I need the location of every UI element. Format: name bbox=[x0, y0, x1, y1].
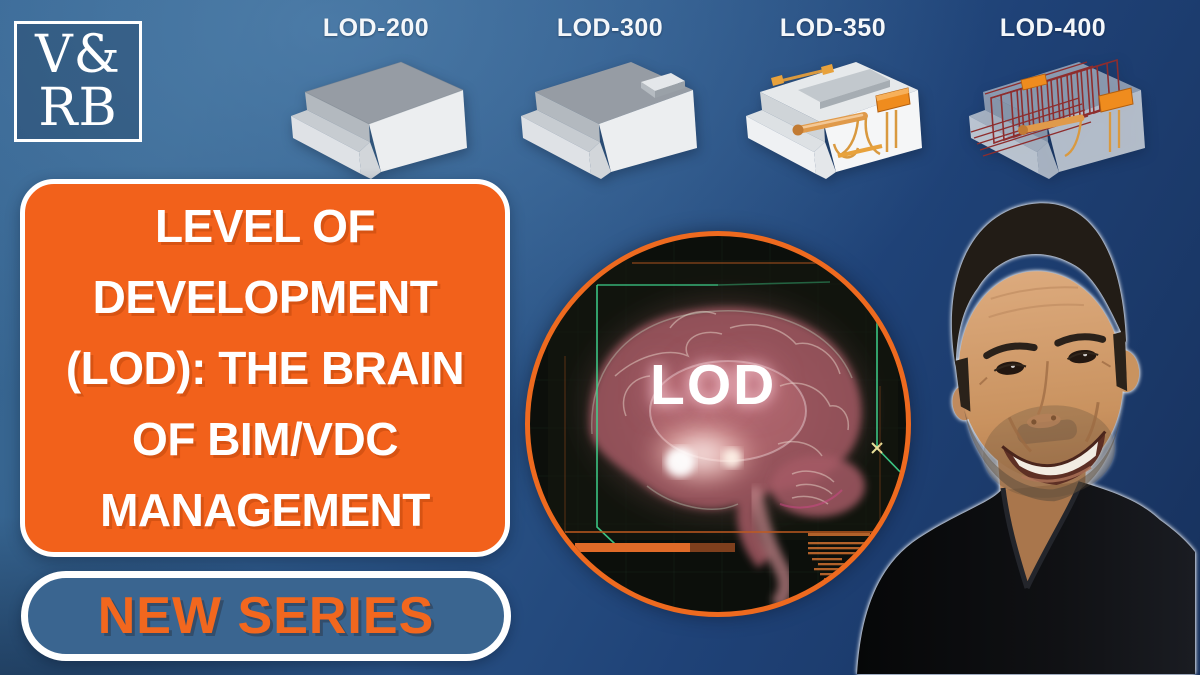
lod-200-beam-illustration bbox=[291, 61, 467, 179]
presenter-hair bbox=[951, 203, 1127, 367]
presenter-photo bbox=[857, 203, 1195, 674]
presenter-face bbox=[951, 203, 1140, 502]
new-series-badge: NEW SERIES bbox=[21, 571, 511, 661]
lod-200-label: LOD-200 bbox=[322, 14, 430, 42]
hud-orange-frame bbox=[564, 262, 881, 533]
brain-circle: LOD bbox=[525, 231, 911, 617]
logo-text-line1: V& bbox=[35, 24, 121, 85]
lod-400-beam-illustration bbox=[969, 58, 1145, 179]
title-card: LEVEL OF DEVELOPMENT (LOD): THE BRAIN OF… bbox=[20, 179, 510, 557]
lod-300-beam-illustration bbox=[521, 62, 697, 179]
title-line-5: MANAGEMENT bbox=[100, 483, 430, 536]
lod-350-beam-illustration bbox=[746, 62, 922, 179]
title-line-2: DEVELOPMENT bbox=[92, 270, 438, 323]
title-line-3: (LOD): THE BRAIN bbox=[65, 341, 465, 394]
lod-400-label: LOD-400 bbox=[999, 14, 1107, 42]
brain-gyri-lines bbox=[614, 310, 850, 505]
channel-logo: V& RB bbox=[14, 21, 142, 142]
lod-350-label: LOD-350 bbox=[779, 14, 887, 42]
logo-text-line2: RB bbox=[38, 77, 118, 138]
badge-label: NEW SERIES bbox=[97, 587, 435, 645]
brain-overlay-text: LOD bbox=[650, 353, 777, 417]
title-line-1: LEVEL OF bbox=[154, 199, 376, 252]
brain-illustration bbox=[530, 236, 906, 612]
title-line-4: OF BIM/VDC bbox=[132, 412, 398, 465]
hud-progress-bar bbox=[575, 543, 735, 552]
presenter-shirt bbox=[857, 482, 1195, 674]
lod-300-label: LOD-300 bbox=[556, 14, 664, 42]
